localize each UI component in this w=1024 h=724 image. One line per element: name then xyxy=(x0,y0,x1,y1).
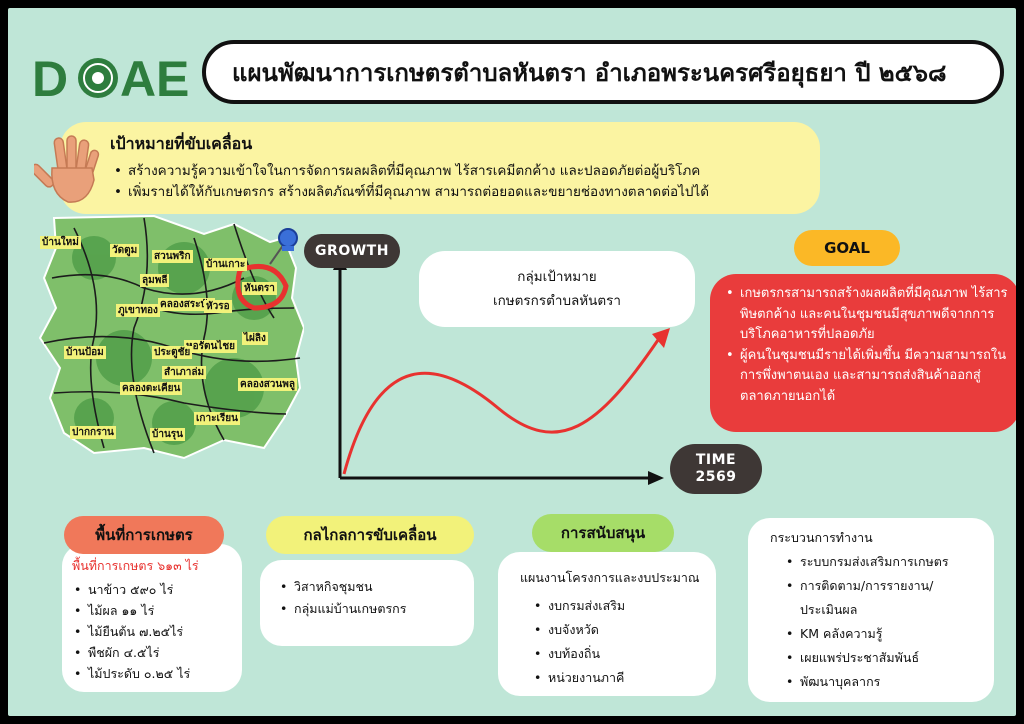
goal-box: เกษตรกรสามารถสร้างผลผลิตที่มีคุณภาพ ไร้ส… xyxy=(710,274,1016,432)
list-item: งบจังหวัด xyxy=(532,618,708,642)
support-tag: การสนับสนุน xyxy=(532,514,674,552)
growth-curve xyxy=(342,339,660,475)
list-item: ไม้ประดับ ๐.๒๕ ไร่ xyxy=(72,663,232,684)
map-label: บ้านใหม่ xyxy=(40,236,81,249)
mechanism-tag: กลไกลการขับเคลื่อน xyxy=(266,516,474,554)
list-item: ไม้ยืนต้น ๗.๒๕ไร่ xyxy=(72,621,232,642)
drive-goal-heading: เป้าหมายที่ขับเคลื่อน xyxy=(110,134,253,153)
support-heading: แผนงานโครงการและงบประมาณ xyxy=(520,570,700,585)
time-label: TIME 2569 xyxy=(670,444,762,494)
target-group: กลุ่มเป้าหมาย เกษตรกรตำบลหันตรา xyxy=(419,251,695,327)
list-item: พัฒนาบุคลากร xyxy=(784,670,986,694)
list-item: เกษตรกรสามารถสร้างผลผลิตที่มีคุณภาพ ไร้ส… xyxy=(724,284,1008,346)
map-label: บ้านป้อม xyxy=(64,346,106,359)
process-card: กระบวนการทำงาน ระบบกรมส่งเสริมการเกษตร ก… xyxy=(748,518,994,702)
list-item: พืชผัก ๔.๕ไร่ xyxy=(72,642,232,663)
map-label: ประตูชัย xyxy=(152,346,193,359)
map-label: คลองสวนพลู xyxy=(238,378,297,391)
svg-text:E: E xyxy=(156,51,189,104)
list-item: เผยแพร่ประชาสัมพันธ์ xyxy=(784,646,986,670)
list-item: นาข้าว ๕๙๐ ไร่ xyxy=(72,579,232,600)
map-label: บ้านเกาะ xyxy=(204,258,248,271)
list-item: ผู้คนในชุมชนมีรายได้เพิ่มขึ้น มีความสามา… xyxy=(724,346,1008,408)
map-label: ปากกราน xyxy=(70,426,116,439)
drive-goal-list: สร้างความรู้ความเข้าใจในการจัดการผลผลิตท… xyxy=(110,161,800,203)
map-label: คลองตะเคียน xyxy=(120,382,183,395)
list-item-continued: ประเมินผล xyxy=(800,602,858,617)
list-item: การติดตาม/การรายงาน/ xyxy=(784,574,986,598)
map-label: บ้านรุน xyxy=(150,428,186,441)
list-item: ระบบกรมส่งเสริมการเกษตร xyxy=(784,550,986,574)
map-label-hantra: หันตรา xyxy=(242,282,277,295)
list-item: กลุ่มแม่บ้านเกษตรกร xyxy=(278,598,464,620)
list-item: งบท้องถิ่น xyxy=(532,642,708,666)
subdistrict-map: บ้านใหม่ วัดตูม สวนพริก บ้านเกาะ ลุมพลี … xyxy=(34,208,306,468)
doae-logo: D A E xyxy=(32,51,189,104)
map-label: วัดตูม xyxy=(110,244,140,257)
map-label: คลองสระบัว xyxy=(158,298,215,311)
list-item: ไม้ผล ๑๑ ไร่ xyxy=(72,600,232,621)
svg-text:D: D xyxy=(32,51,68,104)
support-card: แผนงานโครงการและงบประมาณ งบกรมส่งเสริม ง… xyxy=(498,552,716,696)
drive-goal-box: เป้าหมายที่ขับเคลื่อน สร้างความรู้ความเข… xyxy=(60,122,820,214)
map-label: สำเภาล่ม xyxy=(162,366,207,379)
map-label: หอรัตนไชย xyxy=(184,340,237,353)
map-label: ไผ่ลิง xyxy=(242,332,268,345)
map-label: หัวรอ xyxy=(204,300,232,313)
title-bar: แผนพัฒนาการเกษตรตำบลหันตรา อำเภอพระนครศร… xyxy=(202,40,1004,104)
map-label: ลุมพลี xyxy=(140,274,170,287)
growth-label: GROWTH xyxy=(304,234,400,268)
svg-text:A: A xyxy=(120,51,156,104)
list-item: สร้างความรู้ความเข้าใจในการจัดการผลผลิตท… xyxy=(110,161,800,182)
list-item: KM คลังความรู้ xyxy=(784,622,986,646)
agri-area-tag: พื้นที่การเกษตร xyxy=(64,516,224,554)
list-item: หน่วยงานภาคี xyxy=(532,666,708,690)
map-label: สวนพริก xyxy=(152,250,193,263)
goal-tag: GOAL xyxy=(794,230,900,266)
agri-area-total: พื้นที่การเกษตร ๖๑๓ ไร่ xyxy=(72,558,199,573)
page-title: แผนพัฒนาการเกษตรตำบลหันตรา อำเภอพระนครศร… xyxy=(232,58,947,87)
map-label: ภูเขาทอง xyxy=(116,304,160,317)
agri-area-card: พื้นที่การเกษตร ๖๑๓ ไร่ นาข้าว ๕๙๐ ไร่ ไ… xyxy=(62,544,242,692)
hand-icon xyxy=(34,135,100,203)
map-label: เกาะเรียน xyxy=(194,412,240,425)
list-item: งบกรมส่งเสริม xyxy=(532,594,708,618)
list-item: เพิ่มรายได้ให้กับเกษตรกร สร้างผลิตภัณฑ์ท… xyxy=(110,182,800,203)
growth-chart xyxy=(333,254,670,485)
list-item: วิสาหกิจชุมชน xyxy=(278,576,464,598)
poster: D A E แผนพัฒนาการเกษตรตำบลหันตรา อำเภอพร… xyxy=(8,8,1016,716)
mechanism-card: วิสาหกิจชุมชน กลุ่มแม่บ้านเกษตรกร xyxy=(260,560,474,646)
process-heading: กระบวนการทำงาน xyxy=(770,530,873,545)
pin-icon xyxy=(269,228,298,265)
